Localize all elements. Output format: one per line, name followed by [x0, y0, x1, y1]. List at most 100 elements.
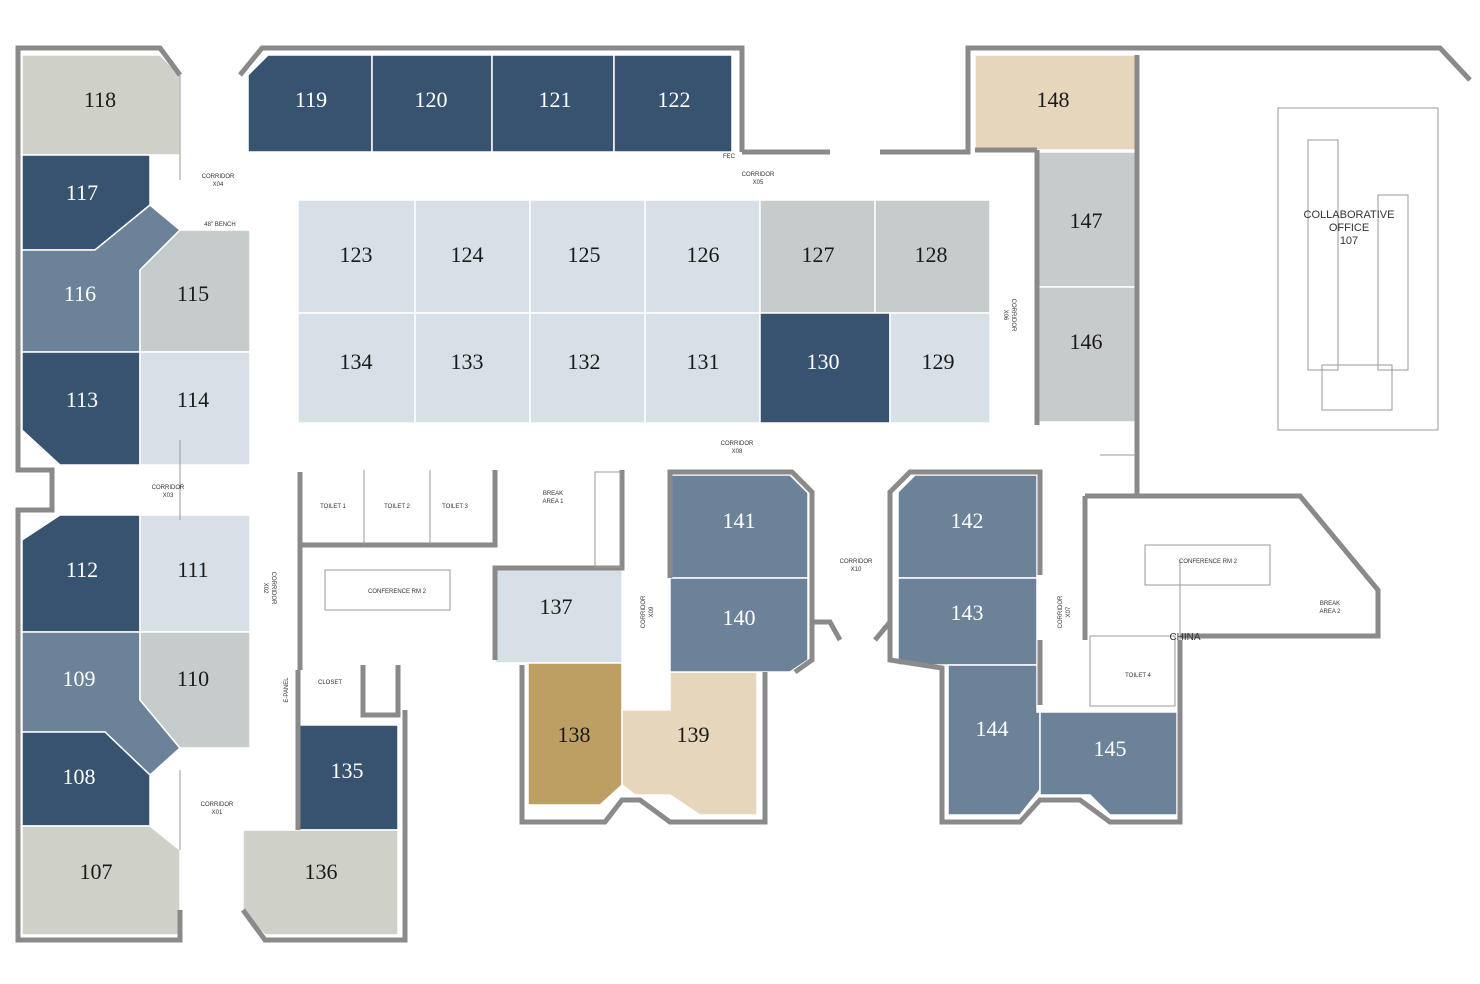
toilet-1-label: TOILET 1: [320, 504, 346, 510]
room-label-145: 145: [1094, 736, 1127, 761]
room-labels: 118 117 116 115 113 114 112 111 109 110 …: [63, 87, 1127, 884]
room-132[interactable]: [529, 312, 646, 424]
interior-details: [179, 75, 1439, 850]
room-129[interactable]: [889, 312, 991, 424]
room-label-125: 125: [568, 242, 601, 267]
room-label-127: 127: [802, 242, 835, 267]
room-label-137: 137: [540, 594, 573, 619]
room-label-131: 131: [687, 349, 720, 374]
room-138[interactable]: [527, 662, 623, 806]
corridor-x02-label: CORRIDORX02: [262, 572, 276, 605]
room-label-129: 129: [922, 349, 955, 374]
room-label-110: 110: [177, 666, 209, 691]
room-127[interactable]: [759, 199, 876, 314]
room-label-107: 107: [80, 859, 113, 884]
corridor-x06-label: CORRIDORX06: [1002, 299, 1016, 332]
room-label-135: 135: [331, 758, 364, 783]
room-label-116: 116: [64, 281, 96, 306]
room-145[interactable]: [1039, 711, 1178, 816]
closet-label: CLOSET: [318, 680, 342, 686]
conference-rm-right-label: CONFERENCE RM 2: [1179, 559, 1238, 565]
room-114[interactable]: [139, 351, 251, 466]
room-121[interactable]: [491, 54, 615, 153]
room-label-141: 141: [723, 508, 756, 533]
room-label-108: 108: [63, 764, 96, 789]
room-label-146: 146: [1070, 329, 1103, 354]
room-label-148: 148: [1037, 87, 1070, 112]
room-133[interactable]: [414, 312, 531, 424]
room-label-142: 142: [951, 508, 984, 533]
bench-label: 48" BENCH: [204, 222, 235, 228]
room-label-147: 147: [1070, 208, 1103, 233]
room-110[interactable]: [139, 631, 251, 749]
room-label-136: 136: [305, 859, 338, 884]
room-label-139: 139: [677, 722, 710, 747]
room-130[interactable]: [759, 312, 891, 424]
room-140[interactable]: [669, 577, 809, 673]
walls: [15, 45, 1472, 943]
room-label-128: 128: [915, 242, 948, 267]
room-label-123: 123: [340, 242, 373, 267]
room-124[interactable]: [414, 199, 531, 314]
room-135[interactable]: [297, 724, 399, 831]
room-137[interactable]: [494, 567, 623, 664]
china-label: CHINA: [1169, 632, 1200, 643]
room-148[interactable]: [974, 54, 1138, 151]
room-label-114: 114: [177, 387, 209, 412]
room-139[interactable]: [621, 671, 758, 816]
room-113[interactable]: [21, 351, 141, 466]
room-label-109: 109: [63, 666, 96, 691]
room-119[interactable]: [247, 54, 373, 153]
room-label-130: 130: [807, 349, 840, 374]
room-107[interactable]: [21, 825, 181, 936]
room-label-126: 126: [687, 242, 720, 267]
room-label-140: 140: [723, 605, 756, 630]
room-115[interactable]: [139, 229, 251, 353]
room-147[interactable]: [1036, 151, 1138, 288]
room-label-132: 132: [568, 349, 601, 374]
room-label-143: 143: [951, 600, 984, 625]
room-125[interactable]: [529, 199, 646, 314]
room-label-118: 118: [84, 87, 116, 112]
toilet-4-label: TOILET 4: [1125, 673, 1151, 679]
room-131[interactable]: [644, 312, 761, 424]
room-120[interactable]: [371, 54, 493, 153]
room-122[interactable]: [613, 54, 733, 153]
room-label-124: 124: [451, 242, 484, 267]
room-label-115: 115: [177, 281, 209, 306]
toilet-3-label: TOILET 3: [442, 504, 468, 510]
room-label-122: 122: [658, 87, 691, 112]
e-panel-label: E-PANEL: [284, 677, 290, 703]
room-label-112: 112: [66, 557, 98, 582]
room-label-121: 121: [539, 87, 572, 112]
room-label-119: 119: [295, 87, 327, 112]
room-label-113: 113: [66, 387, 98, 412]
room-label-120: 120: [415, 87, 448, 112]
conference-rm-left-label: CONFERENCE RM 2: [368, 589, 427, 595]
room-146[interactable]: [1036, 286, 1138, 423]
fec-label: FEC: [723, 154, 736, 160]
room-108[interactable]: [21, 731, 151, 827]
room-label-144: 144: [976, 716, 1009, 741]
room-136[interactable]: [242, 829, 399, 936]
room-134[interactable]: [297, 312, 416, 424]
room-label-111: 111: [177, 557, 208, 582]
room-126[interactable]: [644, 199, 761, 314]
room-128[interactable]: [874, 199, 991, 314]
room-label-133: 133: [451, 349, 484, 374]
room-label-117: 117: [66, 180, 98, 205]
